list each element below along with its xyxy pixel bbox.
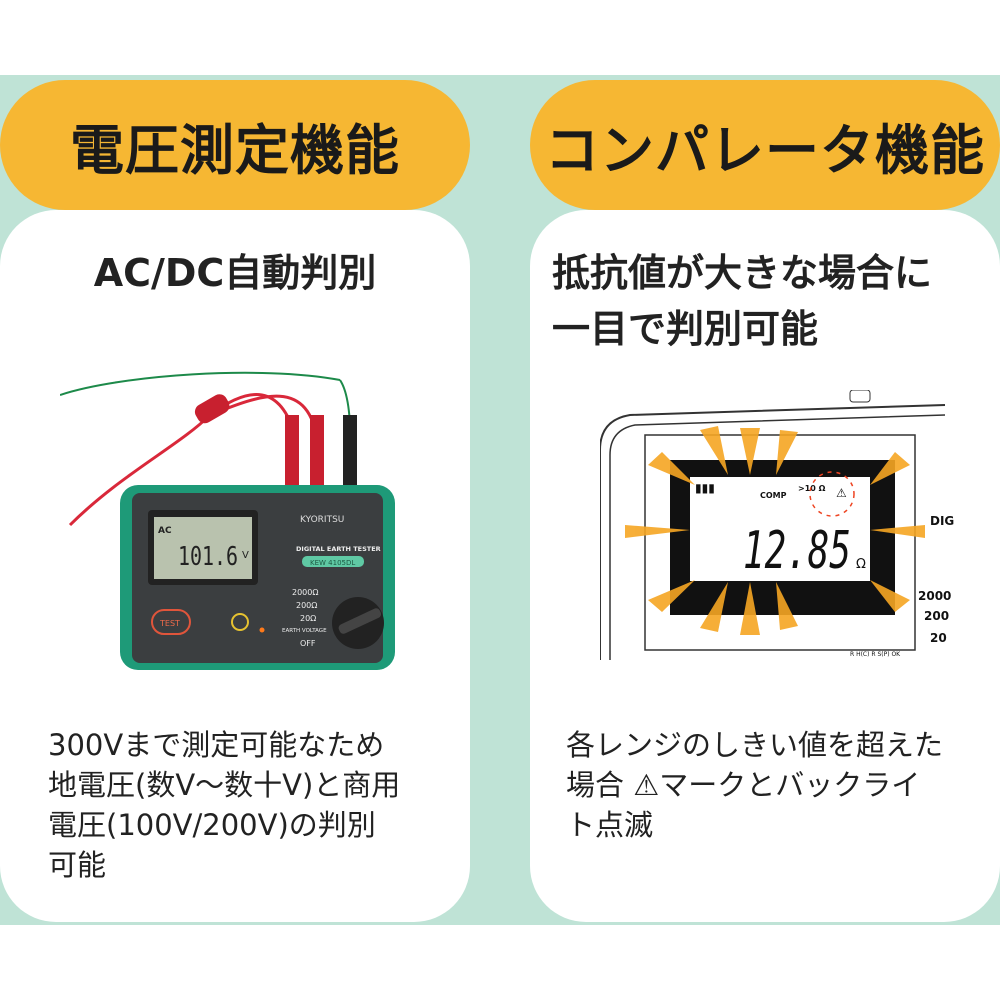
side-label: DIG bbox=[930, 514, 954, 528]
range-label: OFF bbox=[300, 639, 316, 648]
threshold-label: >10 Ω bbox=[798, 484, 826, 493]
comparator-lcd-illustration: ▮▮▮ COMP >10 Ω ⚠ 12.85 Ω DIG 2000 200 20… bbox=[600, 390, 954, 660]
comparator-subtitle: 抵抗値が大きな場合に 一目で判別可能 bbox=[552, 245, 932, 357]
indicator-label: R H(C) R S(P) OK bbox=[850, 651, 901, 658]
voltage-feature-header: 電圧測定機能 bbox=[0, 80, 470, 210]
lcd-mode: AC bbox=[158, 526, 172, 536]
comparator-feature-header: コンパレータ機能 bbox=[530, 80, 1000, 210]
subtitle-line: 一目で判別可能 bbox=[552, 307, 819, 351]
description-line: 場合 ⚠マークとバックライ bbox=[566, 768, 921, 802]
comparator-description: 各レンジのしきい値を超えた 場合 ⚠マークとバックライ ト点滅 bbox=[566, 725, 943, 845]
model-number: KEW 4105DL bbox=[310, 559, 355, 567]
voltage-feature-title: 電圧測定機能 bbox=[70, 118, 400, 182]
range-label: 200 bbox=[924, 609, 949, 623]
range-label: 200Ω bbox=[296, 601, 317, 610]
lcd-value: 12.85 bbox=[743, 521, 851, 581]
description-line: 各レンジのしきい値を超えた bbox=[566, 728, 944, 762]
range-label: 20Ω bbox=[300, 614, 316, 623]
earth-tester-image: AC 101.6 V KYORITSU DIGITAL EARTH TESTER… bbox=[60, 371, 395, 670]
range-label: 2000 bbox=[918, 589, 951, 603]
range-label: 2000Ω bbox=[292, 588, 318, 597]
voltage-description: 300Vまで測定可能なため 地電圧(数V～数十V)と商用 電圧(100V/200… bbox=[48, 725, 400, 885]
brand-label: KYORITSU bbox=[300, 515, 344, 525]
warning-icon: ⚠ bbox=[836, 486, 847, 500]
comparator-feature-card: 抵抗値が大きな場合に 一目で判別可能 ▮▮▮ COMP >10 Ω ⚠ 12.8… bbox=[530, 210, 1000, 922]
range-label: 20 bbox=[930, 631, 947, 645]
subtitle-line: 抵抗値が大きな場合に bbox=[552, 251, 933, 295]
lcd-value: 101.6 bbox=[178, 542, 238, 572]
description-line: ト点滅 bbox=[566, 808, 654, 842]
lcd-unit: V bbox=[242, 550, 249, 561]
test-button[interactable] bbox=[151, 609, 191, 635]
voltage-subtitle: AC/DC自動判別 bbox=[93, 251, 377, 295]
range-label-earth-voltage: EARTH VOLTAGE bbox=[282, 628, 327, 634]
description-line: 300Vまで測定可能なため bbox=[48, 728, 385, 762]
comp-label: COMP bbox=[760, 491, 787, 500]
description-line: 電圧(100V/200V)の判別 bbox=[48, 808, 376, 842]
svg-text:▮▮▮: ▮▮▮ bbox=[695, 481, 715, 495]
backlight-icon bbox=[231, 613, 249, 631]
model-name: DIGITAL EARTH TESTER bbox=[296, 545, 381, 553]
lcd-unit: Ω bbox=[856, 557, 866, 572]
voltage-feature-card: AC/DC自動判別 AC 101.6 V KYORITSU DIGITAL EA… bbox=[0, 210, 470, 922]
description-line: 可能 bbox=[48, 848, 107, 882]
test-label: TEST bbox=[159, 619, 180, 628]
description-line: 地電圧(数V～数十V)と商用 bbox=[48, 768, 401, 802]
comparator-feature-title: コンパレータ機能 bbox=[545, 118, 985, 182]
